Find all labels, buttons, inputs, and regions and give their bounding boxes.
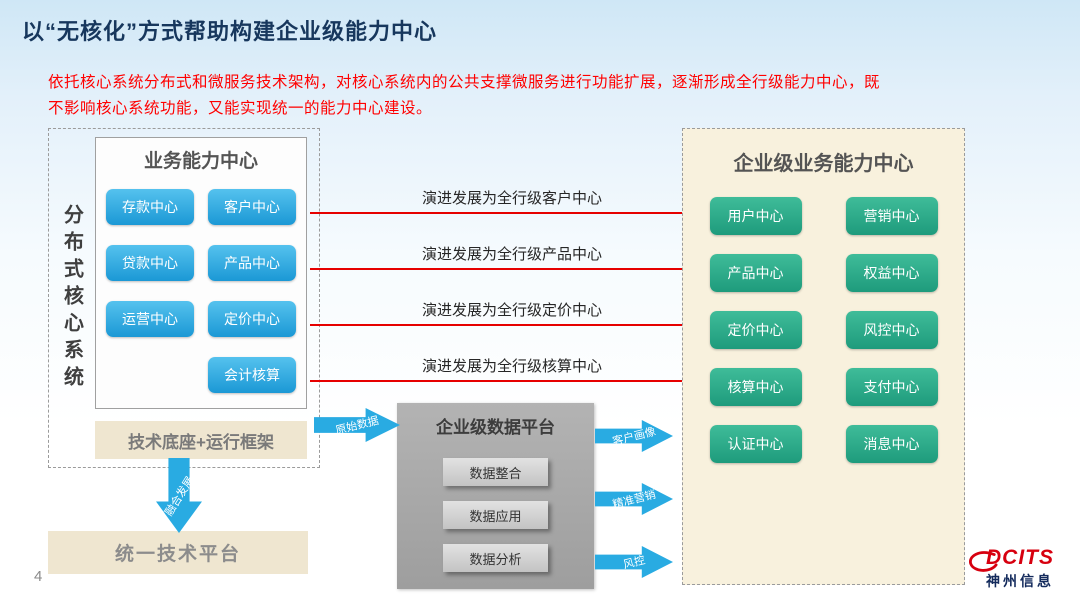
- distributed-core-label: 分布式核心系统: [60, 203, 83, 393]
- red-arrow-icon: [310, 320, 714, 330]
- customer-center-button: 客户中心: [208, 189, 296, 225]
- dcits-swoosh-icon: [969, 551, 998, 572]
- logo-brand: DCITS: [986, 546, 1054, 569]
- evolution-label-customer: 演进发展为全行级客户中心: [421, 190, 602, 207]
- loan-center-button: 贷款中心: [106, 245, 194, 281]
- evolution-label-product: 演进发展为全行级产品中心: [421, 246, 602, 263]
- data-analysis-item: 数据分析: [443, 544, 548, 572]
- business-capability-grid: 存款中心 客户中心 贷款中心 产品中心 运营中心 定价中心 会计核算: [96, 189, 306, 393]
- unified-tech-platform-box: 统一技术平台: [48, 531, 308, 574]
- distributed-core-panel: 分布式核心系统 业务能力中心 存款中心 客户中心 贷款中心 产品中心 运营中心 …: [48, 128, 320, 468]
- slide-subtitle: 依托核心系统分布式和微服务技术架构，对核心系统内的公共支撑微服务进行功能扩展，逐…: [48, 74, 881, 117]
- risk-center-button: 风控中心: [845, 311, 938, 349]
- data-integration-item: 数据整合: [443, 458, 548, 486]
- user-center-button: 用户中心: [709, 197, 802, 235]
- logo-company: 神州信息: [986, 573, 1054, 589]
- rights-center-button: 权益中心: [845, 254, 938, 292]
- data-platform-box: 企业级数据平台 数据整合 数据应用 数据分析: [397, 403, 594, 589]
- slide-title: 以“无核化”方式帮助构建企业级能力中心: [22, 19, 438, 44]
- marketing-center-button: 营销中心: [845, 197, 938, 235]
- accounting-center-button: 核算中心: [709, 368, 802, 406]
- product-center-button: 产品中心: [709, 254, 802, 292]
- evolution-arrow-group-product: 演进发展为全行级产品中心: [310, 243, 714, 274]
- logo-text: DCITS 神州信息: [986, 546, 1054, 591]
- evolution-label-pricing: 演进发展为全行级定价中心: [421, 302, 602, 319]
- red-arrow-icon: [310, 264, 714, 274]
- raw-data-arrow: 原始数据: [314, 408, 400, 442]
- risk-control-arrow: 风控: [595, 546, 673, 578]
- enterprise-capability-title: 企业级业务能力中心: [733, 153, 914, 175]
- pricing-center-button: 定价中心: [208, 301, 296, 337]
- tech-base-bar: 技术底座+运行框架: [95, 421, 307, 459]
- enterprise-capability-panel: 企业级业务能力中心 用户中心 营销中心 产品中心 权益中心 定价中心 风控中心 …: [682, 128, 965, 585]
- red-arrow-icon: [310, 376, 714, 386]
- customer-profile-arrow: 客户画像: [595, 420, 673, 452]
- red-arrow-icon: [310, 208, 714, 218]
- operation-center-button: 运营中心: [106, 301, 194, 337]
- page-number: 4: [34, 568, 43, 585]
- dcits-logo: DCITS 神州信息: [966, 546, 1054, 591]
- accounting-center-button: 会计核算: [208, 357, 296, 393]
- business-capability-title: 业务能力中心: [143, 151, 258, 172]
- evolution-arrow-group-accounting: 演进发展为全行级核算中心: [310, 355, 714, 386]
- fusion-development-arrow: 融合发展: [156, 458, 202, 533]
- enterprise-capability-grid: 用户中心 营销中心 产品中心 权益中心 定价中心 风控中心 核算中心 支付中心 …: [683, 197, 964, 463]
- product-center-button: 产品中心: [208, 245, 296, 281]
- deposit-center-button: 存款中心: [106, 189, 194, 225]
- pricing-center-button: 定价中心: [709, 311, 802, 349]
- data-platform-title: 企业级数据平台: [436, 418, 555, 437]
- evolution-arrow-group-pricing: 演进发展为全行级定价中心: [310, 299, 714, 330]
- payment-center-button: 支付中心: [845, 368, 938, 406]
- data-application-item: 数据应用: [443, 501, 548, 529]
- evolution-label-accounting: 演进发展为全行级核算中心: [421, 358, 602, 375]
- business-capability-box: 业务能力中心 存款中心 客户中心 贷款中心 产品中心 运营中心 定价中心 会计核…: [95, 137, 307, 409]
- auth-center-button: 认证中心: [709, 425, 802, 463]
- precision-marketing-arrow: 精准营销: [595, 483, 673, 515]
- message-center-button: 消息中心: [845, 425, 938, 463]
- evolution-arrow-group-customer: 演进发展为全行级客户中心: [310, 187, 714, 218]
